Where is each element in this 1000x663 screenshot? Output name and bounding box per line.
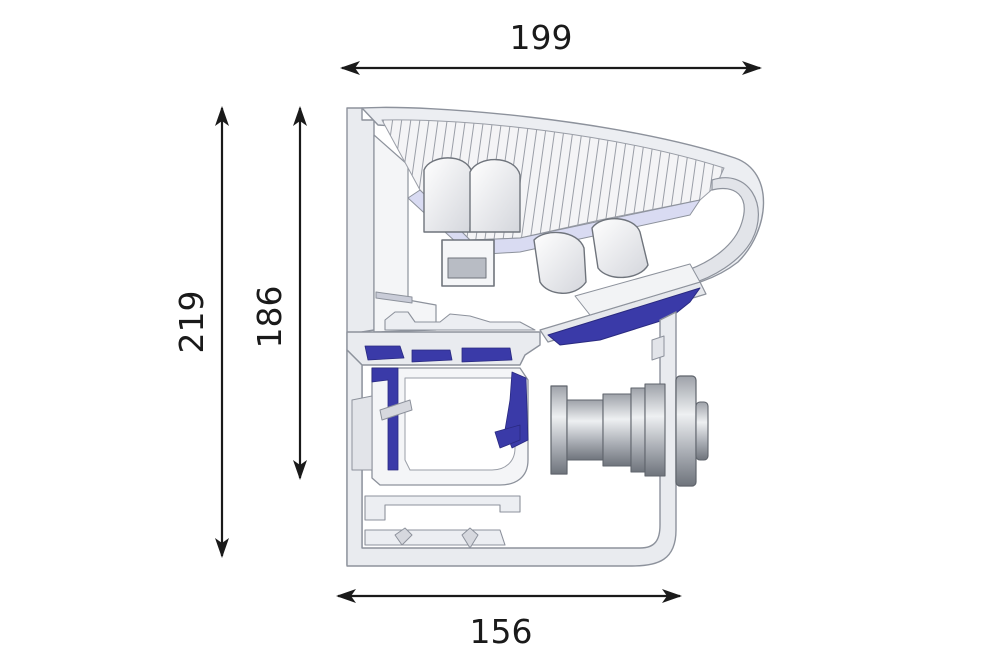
outer-height-label: 219 [172,291,211,354]
lower-rib-1 [364,495,521,521]
motor-ring-1 [630,387,646,473]
lower-frame-shell [346,311,677,567]
curtain-bag-1 [423,157,473,233]
motor-knob-cap [695,401,709,461]
sash-gasket-corner [494,424,521,449]
curtain-clip-inner [447,257,487,279]
motor-assembly [550,375,709,487]
curtain-bag-3 [533,231,587,294]
curtain-bag-4 [591,217,649,279]
transom-seal-1 [364,345,405,361]
inner-height-label: 186 [250,286,289,349]
lower-rib-hook-2 [461,527,479,549]
top-width-label: 199 [510,18,573,57]
motor-ring-2 [644,383,666,477]
curtain-bag-2 [469,158,521,233]
transom-seal-2 [411,349,453,363]
glazing-bead-left [351,395,373,471]
glazing-bead-clip [379,399,413,421]
profile-drawing [346,106,765,567]
transom-seal-3 [461,347,513,363]
lower-rib-hook-1 [394,527,413,546]
hood-bottom-cover [574,263,701,316]
sash-gasket-left [371,367,399,471]
lower-rib-2 [364,529,506,546]
motor-body [566,399,604,461]
motor-knob [675,375,697,487]
right-frame-hook [651,335,665,361]
transom-top-ribs [384,311,536,331]
left-gasket-strip [375,291,413,304]
motor-coupling [602,393,632,467]
bottom-width-label: 156 [470,612,533,651]
sash-chamber-inner [404,377,516,471]
motor-flange [550,385,568,475]
